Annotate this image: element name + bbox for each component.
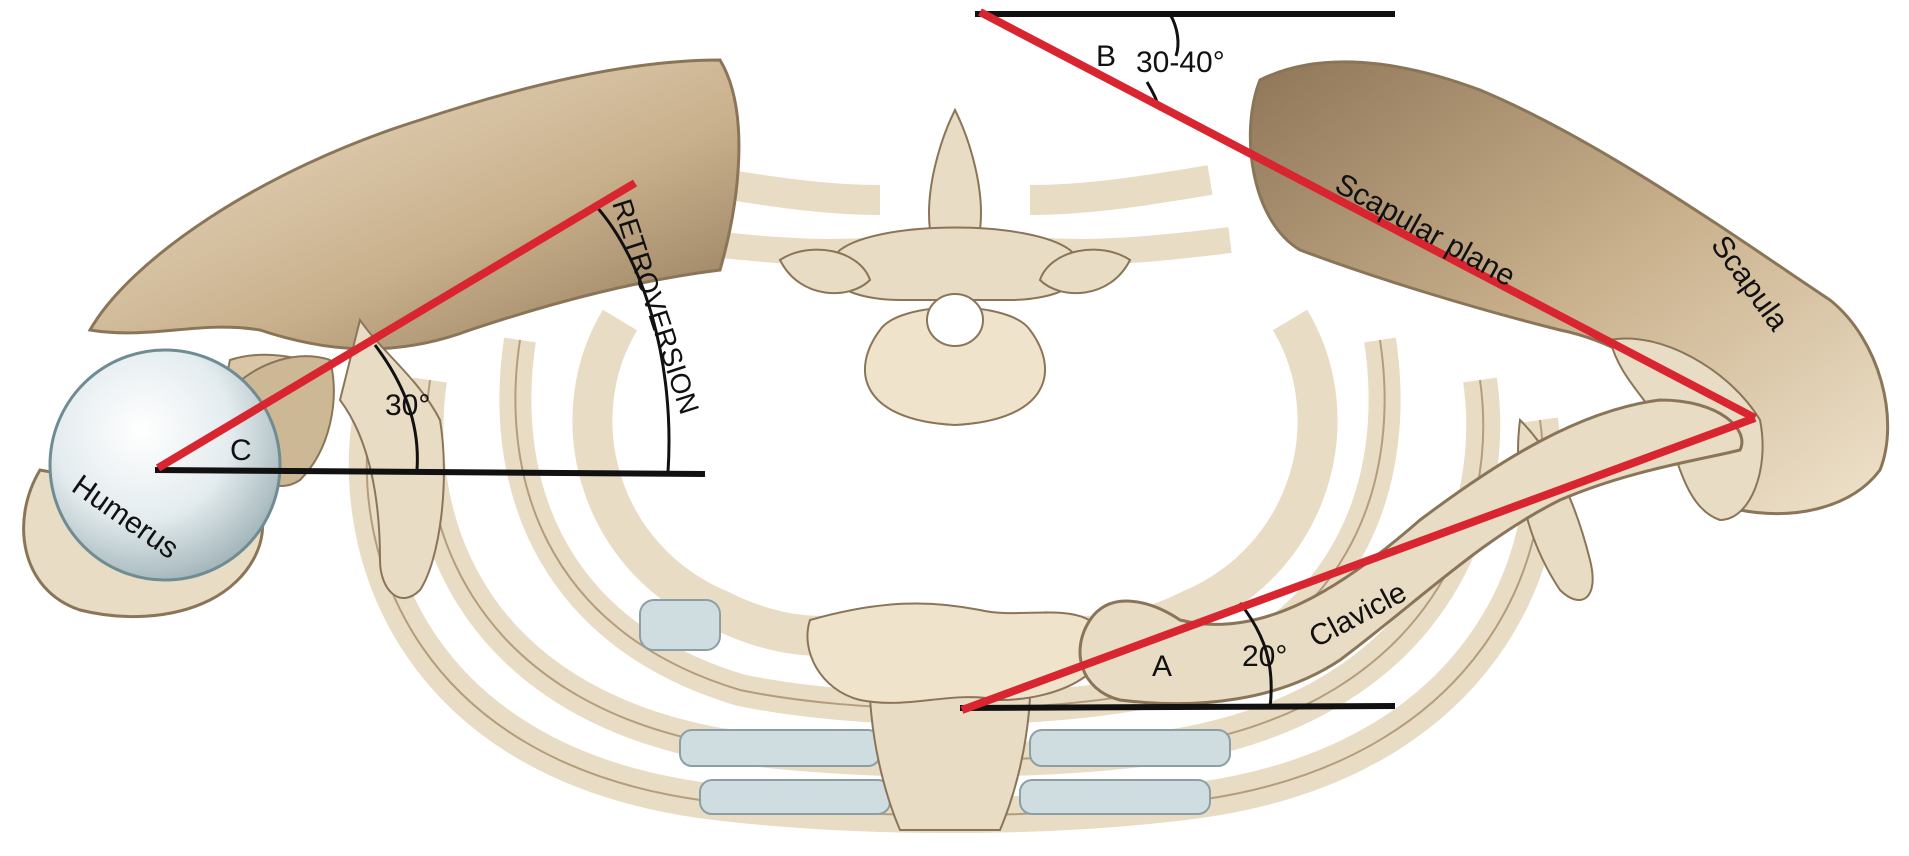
first-rib bbox=[592, 320, 870, 636]
vertebra bbox=[780, 110, 1130, 425]
label-point-c: C bbox=[230, 434, 252, 467]
label-angle-a: 20° bbox=[1242, 640, 1287, 673]
reference-line-a bbox=[960, 706, 1395, 708]
label-point-a: A bbox=[1152, 650, 1172, 683]
reference-line-c bbox=[155, 470, 705, 474]
label-angle-c: 30° bbox=[385, 389, 430, 422]
right-clavicle bbox=[1080, 400, 1742, 704]
label-point-b: B bbox=[1096, 40, 1116, 73]
label-angle-b: 30-40° bbox=[1136, 46, 1225, 79]
